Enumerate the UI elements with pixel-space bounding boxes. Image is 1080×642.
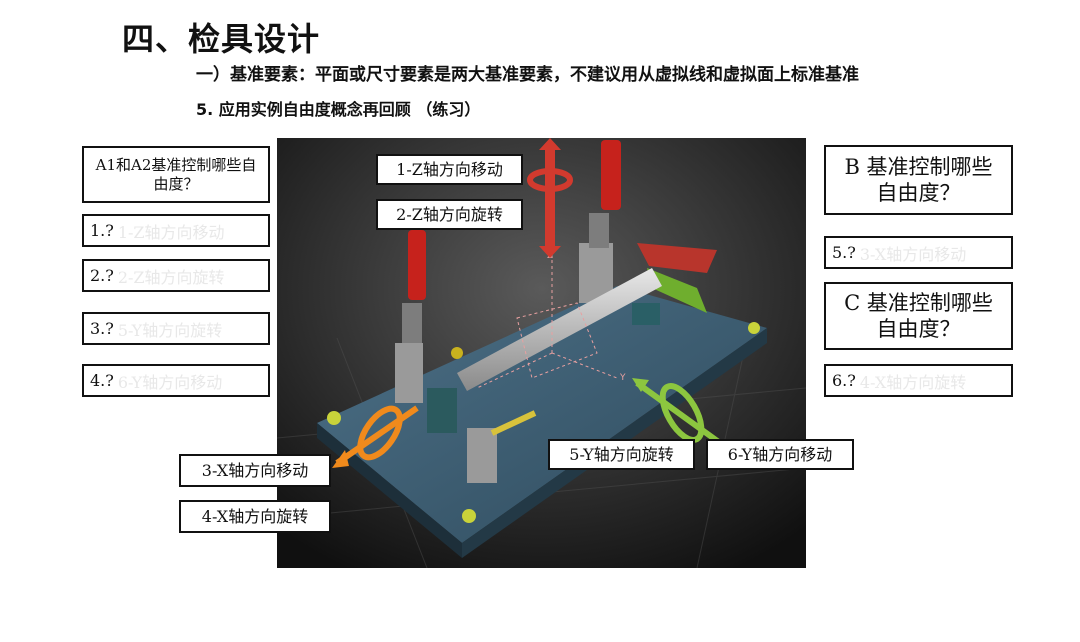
section-heading: 5. 应用实例自由度概念再回顾 （练习） xyxy=(196,100,481,119)
answer-slot-3[interactable]: 3.? 5-Y轴方向旋转 xyxy=(82,312,270,345)
question-a1-a2: A1和A2基准控制哪些自由度？ xyxy=(82,146,270,203)
clamp-left xyxy=(395,230,463,403)
answer-slot-1-num: 1.? xyxy=(90,221,114,240)
question-a1-a2-text: A1和A2基准控制哪些自由度？ xyxy=(95,155,257,193)
answer-slot-3-num: 3.? xyxy=(90,319,114,338)
answer-slot-5[interactable]: 5.? 3-X轴方向移动 xyxy=(824,236,1013,269)
axis-y-label: Y xyxy=(619,373,626,383)
question-c: C 基准控制哪些自由度？ xyxy=(824,282,1013,350)
rod xyxy=(457,268,662,391)
answer-slot-4-text: 6-Y轴方向移动 xyxy=(117,372,223,392)
answer-slot-4-num: 4.? xyxy=(90,371,114,390)
answer-slot-1[interactable]: 1.? 1-Z轴方向移动 xyxy=(82,214,270,247)
answer-slot-6[interactable]: 6.? 4-X轴方向旋转 xyxy=(824,364,1013,397)
label-x-move: 3-X轴方向移动 xyxy=(179,454,331,487)
label-x-rotate: 4-X轴方向旋转 xyxy=(179,500,331,533)
z-axis-arrow xyxy=(527,138,573,258)
label-z-rotate: 2-Z轴方向旋转 xyxy=(376,199,523,230)
answer-slot-3-text: 5-Y轴方向旋转 xyxy=(117,320,223,340)
answer-slot-6-text: 4-X轴方向旋转 xyxy=(859,372,967,392)
answer-slot-5-text: 3-X轴方向移动 xyxy=(859,244,967,264)
datum-subtitle: 一）基准要素：平面或尺寸要素是两大基准要素，不建议用从虚拟线和虚拟面上标准基准 xyxy=(196,65,859,85)
answer-slot-2-text: 2-Z轴方向旋转 xyxy=(117,267,225,287)
label-y-rotate: 5-Y轴方向旋转 xyxy=(548,439,695,470)
clamp-right xyxy=(579,140,717,313)
fixture-illustration: Z Y xyxy=(277,138,806,568)
page-title: 四、检具设计 xyxy=(122,20,321,58)
question-c-text: C 基准控制哪些自由度？ xyxy=(844,290,993,341)
answer-slot-2-num: 2.? xyxy=(90,266,114,285)
answer-slot-2[interactable]: 2.? 2-Z轴方向旋转 xyxy=(82,259,270,292)
label-z-move: 1-Z轴方向移动 xyxy=(376,154,523,185)
answer-slot-6-num: 6.? xyxy=(832,371,856,390)
x-axis-arrow xyxy=(332,405,419,468)
answer-slot-4[interactable]: 4.? 6-Y轴方向移动 xyxy=(82,364,270,397)
question-b-text: B 基准控制哪些自由度？ xyxy=(844,154,993,205)
coordinate-frame xyxy=(476,253,618,389)
answer-slot-5-num: 5.? xyxy=(832,243,856,262)
question-b: B 基准控制哪些自由度？ xyxy=(824,145,1013,215)
answer-slot-1-text: 1-Z轴方向移动 xyxy=(117,222,225,242)
label-y-move: 6-Y轴方向移动 xyxy=(706,439,854,470)
base-plate xyxy=(317,286,767,543)
